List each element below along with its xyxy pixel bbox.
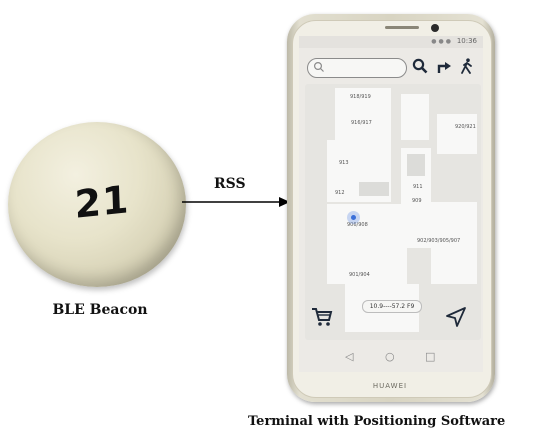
rss-label: RSS <box>214 176 246 192</box>
map-room <box>327 204 407 284</box>
map-room <box>437 114 477 154</box>
room-label: 918/919 <box>350 94 371 100</box>
home-icon[interactable]: ○ <box>385 350 395 363</box>
search-input[interactable] <box>307 58 407 78</box>
status-time: 10:36 <box>456 37 477 45</box>
room-label: 909 <box>412 198 422 204</box>
room-label: 912 <box>335 190 345 196</box>
beacon-number: 21 <box>73 177 131 227</box>
phone-brand: HUAWEI <box>372 382 408 390</box>
room-label: 916/917 <box>351 120 372 126</box>
room-label: 906/908 <box>347 222 368 228</box>
earpiece-speaker <box>385 26 419 29</box>
ble-beacon <box>8 122 186 287</box>
map-room <box>335 88 391 140</box>
directions-icon[interactable] <box>436 58 452 74</box>
walk-icon[interactable] <box>460 58 474 74</box>
phone-screen: ●●● 10:36 <box>299 36 483 372</box>
current-location-marker <box>347 211 360 224</box>
room-label: 920/921 <box>455 124 476 130</box>
recent-apps-icon[interactable]: □ <box>425 350 436 363</box>
coordinate-readout: 10.9----57.2 F9 <box>362 300 422 313</box>
phone-label: Terminal with Positioning Software <box>248 414 506 429</box>
app-toolbar <box>299 50 483 80</box>
map-area <box>407 154 425 176</box>
room-label: 901/904 <box>349 272 370 278</box>
back-icon[interactable]: ◁ <box>345 350 354 363</box>
system-nav-bar: ◁ ○ □ <box>299 341 483 372</box>
beacon-label: BLE Beacon <box>52 302 148 318</box>
room-label: 913 <box>339 160 349 166</box>
room-label: 902/903/905/907 <box>417 238 461 244</box>
navigate-icon[interactable] <box>445 306 467 328</box>
map-area <box>359 182 389 196</box>
cart-icon[interactable] <box>311 306 333 328</box>
rss-arrow <box>182 197 290 207</box>
front-camera <box>431 24 439 32</box>
status-bar: ●●● 10:36 <box>299 36 483 48</box>
status-icons: ●●● <box>431 38 453 45</box>
search-icon[interactable] <box>412 58 428 74</box>
floor-map[interactable]: 918/919 916/917 913 912 906/908 911 909 … <box>305 84 481 340</box>
search-field-icon <box>313 61 324 72</box>
room-label: 911 <box>413 184 423 190</box>
map-room <box>401 94 429 140</box>
map-room <box>431 202 477 284</box>
